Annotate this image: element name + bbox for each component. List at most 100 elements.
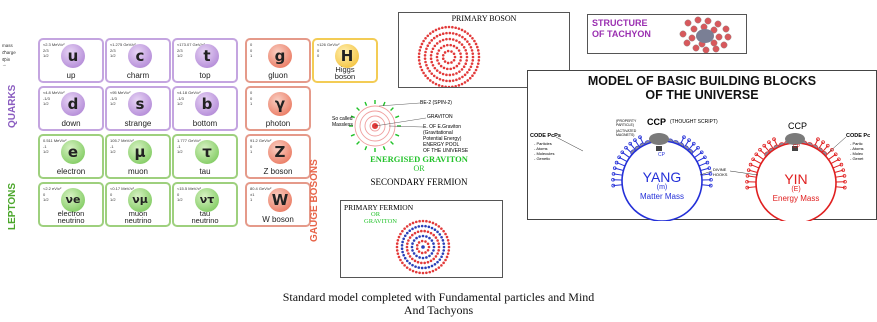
graviton-spoke (364, 146, 368, 151)
particle-properties: 0.511 MeV/c² -1 1/2 (43, 138, 67, 154)
fermion-dot (407, 239, 410, 242)
boson-dot (460, 82, 464, 86)
yin-hook (767, 140, 771, 144)
boson-dot (466, 40, 469, 43)
fermion-dot (430, 226, 434, 230)
row-label-spin: spin → (2, 57, 11, 67)
fermion-dot (426, 248, 430, 252)
boson-dot (455, 72, 458, 75)
boson-dot (423, 54, 427, 57)
code-left-pointer (555, 136, 584, 152)
yang-hook (705, 160, 710, 165)
fermion-dot (396, 238, 400, 242)
boson-dot (435, 76, 439, 80)
boson-dot (432, 74, 436, 78)
fermion-dot (444, 232, 447, 236)
particle-symbol: H (335, 44, 359, 68)
boson-dot (419, 45, 422, 49)
fermion-dot (425, 256, 428, 259)
activated-magnets-label: (ACTIVATED MAGNETS) (616, 129, 637, 137)
yang-hook (620, 150, 625, 155)
particle-properties: 1.777 GeV/c² -1 1/2 (177, 138, 201, 154)
boson-dot (453, 55, 457, 59)
yin-hook (748, 162, 753, 167)
boson-dot (449, 43, 453, 47)
particle-symbol: ντ (195, 188, 219, 212)
primary-fermion-panel: PRIMARY FERMION OR GRAVITON (340, 200, 503, 278)
thought-script-label: (THOUGHT SCRIPT) (670, 119, 718, 125)
fermion-dot (408, 255, 412, 258)
energy-pointer (388, 125, 424, 128)
boson-dot (470, 49, 474, 52)
boson-dot (445, 43, 449, 47)
primary-fermion-rings (395, 219, 451, 275)
boson-dot (417, 52, 421, 55)
boson-dot (445, 67, 449, 71)
fermion-dot (418, 256, 421, 259)
graviton-spoke (350, 133, 355, 137)
graviton-spoke (395, 115, 400, 119)
yin-hook (758, 147, 762, 152)
particle-properties: 80.4 GeV/c² ±1 1 (250, 186, 272, 202)
boson-dot (464, 62, 468, 65)
fermion-dot (437, 242, 440, 245)
fermion-dot (396, 252, 400, 256)
be2-label: BE-2 (SPIN-2) (420, 100, 452, 106)
boson-dot (451, 73, 455, 76)
boson-dot (425, 63, 428, 67)
boson-dot (444, 25, 447, 29)
fermion-dot (401, 250, 404, 254)
tachyon-particle (688, 34, 696, 42)
yang-hook (708, 183, 713, 188)
caption-line2: And Tachyons (403, 303, 474, 317)
boson-dot (439, 64, 443, 68)
boson-dot (420, 68, 424, 72)
fermion-dot (440, 255, 443, 259)
boson-dot (428, 32, 432, 35)
boson-dot (424, 36, 427, 40)
fermion-dot (417, 225, 421, 228)
boson-dot (428, 41, 431, 45)
fermion-dot (429, 231, 433, 235)
yin-hook (745, 185, 750, 190)
yin-hook (833, 152, 838, 157)
leptons-label: LEPTONS (7, 182, 18, 230)
boson-dot (418, 49, 422, 52)
model-title-line1: MODEL OF BASIC BUILDING BLOCKS (587, 74, 817, 88)
particle-name: tau neutrino (191, 209, 219, 225)
tachyon-panel: STRUCTURE OF TACHYON (587, 14, 747, 54)
boson-dot (463, 37, 467, 41)
boson-dot (442, 66, 446, 70)
primary-fermion-or: OR (371, 211, 381, 218)
particle-name: top (199, 71, 211, 80)
fermion-dot (434, 268, 438, 271)
fermion-dot (425, 219, 428, 223)
yin-yang-diagram (555, 133, 847, 221)
boson-dot (431, 63, 435, 67)
model-title-line2: OF THE UNIVERSE (645, 88, 759, 102)
tachyon-particle (702, 46, 710, 53)
fermion-dot (412, 239, 416, 242)
boson-dot (442, 44, 446, 48)
fermion-dot (447, 249, 451, 252)
yang-hook (691, 141, 696, 146)
fermion-dot (405, 245, 409, 249)
fermion-dot (430, 252, 434, 255)
cp-left-node (656, 146, 662, 151)
boson-dot (458, 70, 461, 73)
boson-dot (446, 49, 450, 53)
boson-dot (430, 60, 434, 64)
hooks-pointer-left (699, 170, 713, 176)
fermion-dot (438, 258, 442, 261)
fermion-dot (432, 245, 436, 249)
boson-dot (448, 73, 452, 77)
boson-dot (471, 52, 475, 55)
code-left-label: CODE PcPs (530, 133, 561, 139)
fermion-dot (415, 236, 418, 240)
boson-dot (441, 38, 445, 42)
graviton-spoke (390, 141, 394, 145)
boson-dot (454, 84, 457, 87)
